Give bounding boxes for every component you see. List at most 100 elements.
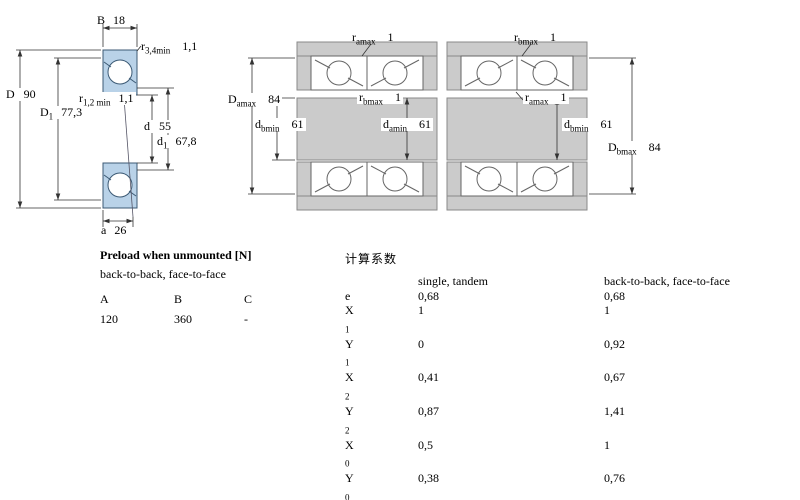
dim-ramax-symbol: r [352,30,356,44]
factor-row-paired: 1,41 [604,403,625,418]
factor-row-single: 0,41 [418,370,439,385]
preload-value-b: 360 [174,312,192,326]
dim-Damax-value: 84 [268,92,281,106]
left-dimension-lines [16,24,174,227]
dim-r12-value: 1,1 [118,91,134,105]
factor-row-single: 0,38 [418,471,439,486]
dim-ramax-right-value: 1 [560,90,567,104]
right-bearing-pair [460,55,574,197]
dim-a: a 26 [101,224,126,237]
dim-dbmin-right-sub: bmin [570,123,589,134]
dim-damin-sub: amin [389,123,407,134]
dim-rbmax-right-sub: bmax [518,36,538,47]
dim-D-symbol: D [6,87,15,101]
dim-D: D 90 [4,88,38,101]
dim-d1-symbol: d [157,134,163,148]
dim-rbmax-value: 1 [395,90,401,104]
factor-row-single: 0,5 [418,437,433,452]
factors-grid: single, tandem back-to-back, face-to-fac… [345,274,794,500]
calculation-factors-table: 计算系数 single, tandem back-to-back, face-t… [345,250,794,500]
dim-D1-symbol: D [40,105,49,119]
preload-value-c: - [244,312,248,326]
dim-D-value: 90 [23,87,36,101]
preload-value-a: 120 [100,312,118,326]
dim-dbmin-right-symbol: d [564,117,570,131]
factor-row-paired: 1 [604,437,610,452]
middle-bearing-pair [310,55,424,197]
dim-B-value: 18 [113,13,126,27]
dim-B-symbol: B [97,13,106,27]
dim-dbmin-middle: dbmin 61 [253,117,306,134]
dim-rbmax-middle: rbmax 1 [357,90,403,107]
factor-row-single: 0,87 [418,403,439,418]
dim-a-value: 26 [114,223,127,237]
dim-ramax-right: ramax 1 [523,90,569,107]
dim-r12-symbol: r [79,91,83,105]
dim-Dbmax-value: 84 [648,140,661,154]
dim-Damax: Damax 84 [226,92,283,109]
dim-dbmin-right-value: 61 [600,117,613,131]
preload-table: Preload when unmounted [N] back-to-back,… [100,248,290,327]
dim-dbmin-value: 61 [291,117,304,131]
dim-r34-symbol: r [141,39,145,53]
dim-Damax-sub: amax [236,98,257,109]
dim-dbmin-sub: bmin [261,123,280,134]
dim-d1: d1 67,8 [155,134,199,151]
dim-ramax-value: 1 [387,30,394,44]
dim-dbmin-right: dbmin 61 [562,117,615,134]
preload-col-a: A [100,292,109,306]
dim-damin-value: 61 [419,117,431,131]
dim-rbmax-symbol: r [359,90,363,104]
dim-Dbmax-symbol: D [608,140,617,154]
dim-ramax-right-symbol: r [525,90,529,104]
dim-ramax-top-middle: ramax 1 [352,30,394,47]
preload-col-b: B [174,292,183,306]
factor-row-paired: 0,68 [604,288,625,303]
factor-row-single: 0,68 [418,288,439,303]
dim-damin-symbol: d [383,117,389,131]
factor-row-label: e [345,288,351,303]
dim-rbmax-right-symbol: r [514,30,518,44]
dim-ramax-sub: amax [356,36,376,47]
dim-d1-sub: 1 [163,140,168,151]
preload-col-c: C [244,292,253,306]
factor-row-single: 0 [418,336,424,351]
dim-rbmax-top-right: rbmax 1 [514,30,556,47]
factors-col2-header: back-to-back, face-to-face [604,274,730,288]
factor-row-paired: 1 [604,303,610,318]
dim-B: B 18 [97,14,125,27]
dim-d1-value: 67,8 [175,134,197,148]
dim-damin-middle: damin 61 [381,117,433,134]
dim-rbmax-sub: bmax [363,96,383,107]
dim-r34-value: 1,1 [182,39,198,53]
factor-row-paired: 0,92 [604,336,625,351]
dim-d: d 55 [142,120,173,133]
dim-d-symbol: d [144,119,150,133]
dim-dbmin-symbol: d [255,117,261,131]
dim-Dbmax: Dbmax 84 [606,140,663,157]
dim-rbmax-right-value: 1 [550,30,556,44]
dim-Damax-symbol: D [228,92,237,106]
right-dimension-lines [515,43,636,195]
dim-a-symbol: a [101,223,107,237]
dim-d-value: 55 [159,119,171,133]
dim-D1-sub: 1 [48,111,54,122]
dim-Dbmax-sub: bmax [616,146,637,157]
factor-row-paired: 0,76 [604,471,625,486]
preload-title: Preload when unmounted [N] [100,248,252,262]
factors-title: 计算系数 [345,252,398,266]
left-bearing-section [102,49,138,218]
preload-subtitle: back-to-back, face-to-face [100,267,226,281]
dim-ramax-right-sub: amax [529,96,549,107]
factors-col1-header: single, tandem [418,274,488,288]
dim-r12-sub: 1,2 min [83,97,111,108]
factor-row-single: 1 [418,303,424,318]
